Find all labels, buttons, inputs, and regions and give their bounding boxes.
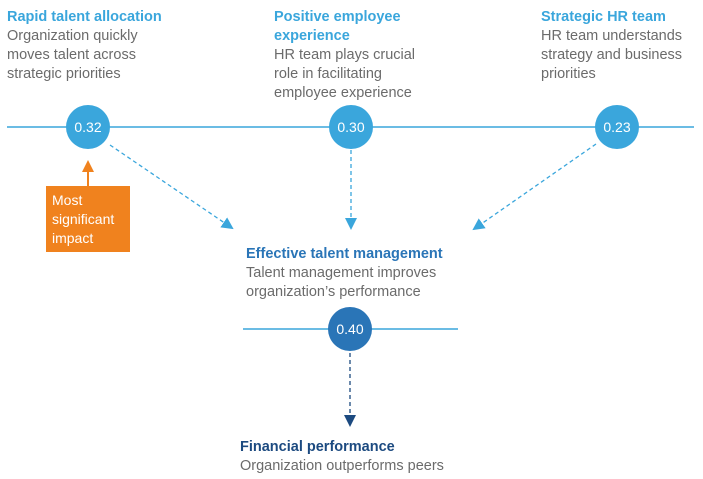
driver-description-line: priorities (541, 66, 596, 82)
node-rapid-value: 0.32 (74, 119, 101, 135)
node-effective-value: 0.40 (336, 321, 363, 337)
node-rapid-talent: 0.32 (66, 105, 110, 149)
result-description: Organization outperforms peers (240, 458, 444, 474)
arrow-strategic-to-effective (472, 143, 597, 231)
result-financial-performance: Financial performance Organization outpe… (240, 438, 540, 476)
driver-description-line: strategy and business (541, 47, 683, 63)
node-effective-talent: 0.40 (328, 307, 372, 351)
driver-description-line: employee experience (274, 85, 412, 101)
outcome-description-line: organization’s performance (246, 284, 421, 300)
driver-rapid-talent-allocation: Rapid talent allocation Organization qui… (7, 8, 207, 84)
driver-title-line: Positive employee (274, 9, 401, 25)
callout-line: impact (52, 230, 94, 246)
node-strategic-value: 0.23 (603, 119, 630, 135)
driver-strategic-hr-team: Strategic HR team HR team understands st… (541, 8, 701, 84)
arrow-rapid-to-effective (109, 144, 234, 230)
outcome-title: Effective talent management (246, 246, 443, 262)
driver-description-line: HR team plays crucial (274, 47, 416, 63)
driver-description-line: Organization quickly (7, 28, 138, 44)
most-significant-impact-callout: Most significant impact (46, 186, 130, 252)
callout-line: significant (52, 211, 115, 227)
node-positive-value: 0.30 (337, 119, 364, 135)
outcome-effective-talent-management: Effective talent management Talent manag… (246, 245, 506, 302)
driver-description-line: HR team understands (541, 28, 683, 44)
callout-line: Most (52, 192, 83, 208)
node-positive-experience: 0.30 (329, 105, 373, 149)
outcome-description-line: Talent management improves (246, 265, 437, 281)
driver-title-line: experience (274, 28, 350, 44)
driver-description-line: moves talent across (7, 47, 136, 63)
driver-positive-employee-experience: Positive employee experience HR team pla… (274, 8, 444, 103)
driver-title: Strategic HR team (541, 9, 666, 25)
driver-description-line: strategic priorities (7, 66, 121, 82)
driver-title: Rapid talent allocation (7, 9, 162, 25)
driver-description-line: role in facilitating (274, 66, 382, 82)
result-title: Financial performance (240, 439, 395, 455)
node-strategic-hr: 0.23 (595, 105, 639, 149)
